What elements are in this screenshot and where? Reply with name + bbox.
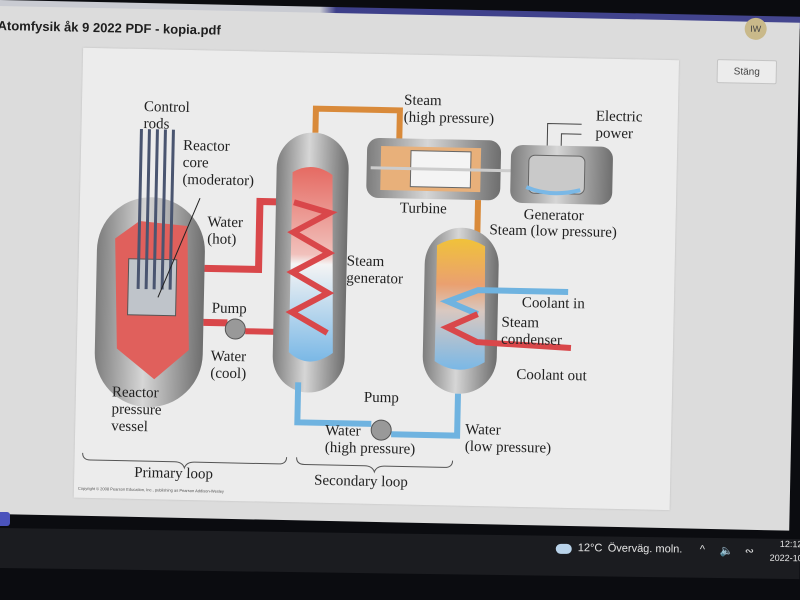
steam-pipe-high <box>312 105 403 141</box>
generator <box>510 122 613 205</box>
label-coolant-in: Coolant in <box>521 294 585 313</box>
weather-text[interactable]: Överväg. moln. <box>607 542 683 556</box>
label-coolant-out: Coolant out <box>516 366 587 385</box>
pdf-viewer: Atomfysik åk 9 2022 PDF - kopia.pdf ... … <box>0 6 800 531</box>
more-options-button[interactable]: ... <box>721 19 735 34</box>
steam-pipe-low <box>474 199 482 235</box>
hot-water-pipe <box>204 197 291 274</box>
clock-date[interactable]: 2022-10- <box>769 552 800 564</box>
cloud-sun-icon[interactable] <box>555 543 572 554</box>
label-steam-low: Steam (low pressure) <box>489 222 618 241</box>
steam-generator <box>272 132 349 393</box>
chevron-up-icon[interactable]: ^ <box>699 543 706 556</box>
label-turbine: Turbine <box>399 200 447 218</box>
reactor-diagram <box>82 105 613 474</box>
weather-temperature[interactable]: 12°C <box>577 542 603 555</box>
document-title: Atomfysik åk 9 2022 PDF - kopia.pdf <box>0 17 221 38</box>
label-water-hot: Water(hot) <box>206 214 244 248</box>
label-water-low: Water(low pressure) <box>464 421 552 457</box>
turbine <box>366 137 521 201</box>
label-steam-high: Steam(high pressure) <box>403 92 495 128</box>
primary-pump <box>224 318 246 340</box>
low-pressure-water-pipe <box>391 393 461 439</box>
avatar[interactable]: IW <box>744 17 767 41</box>
clock-time[interactable]: 12:12 <box>779 538 800 550</box>
primary-loop-brace <box>82 452 288 470</box>
secondary-loop-brace <box>296 457 454 474</box>
label-water-cool: Water(cool) <box>210 348 247 383</box>
label-primary-loop: Primary loop <box>134 464 214 483</box>
label-water-high: Water(high pressure) <box>324 422 416 458</box>
label-pump-primary: Pump <box>211 300 247 318</box>
label-secondary-loop: Secondary loop <box>313 472 409 491</box>
teams-icon[interactable] <box>0 512 10 526</box>
steam-condenser <box>422 227 572 394</box>
control-rods <box>136 128 175 290</box>
close-button[interactable]: Stäng <box>716 59 778 85</box>
network-icon[interactable]: ∾ <box>744 545 755 558</box>
core-pointer <box>157 198 201 298</box>
label-pump-secondary: Pump <box>363 389 400 407</box>
cool-water-pipe <box>203 318 228 327</box>
speaker-icon[interactable]: 🔈 <box>719 545 734 558</box>
secondary-pump <box>370 419 392 441</box>
reactor-vessel <box>94 197 205 408</box>
taskbar: 12°C Överväg. moln. ^ 🔈 ∾ 12:12 2022-10- <box>0 528 800 580</box>
high-pressure-water-pipe <box>294 382 372 427</box>
